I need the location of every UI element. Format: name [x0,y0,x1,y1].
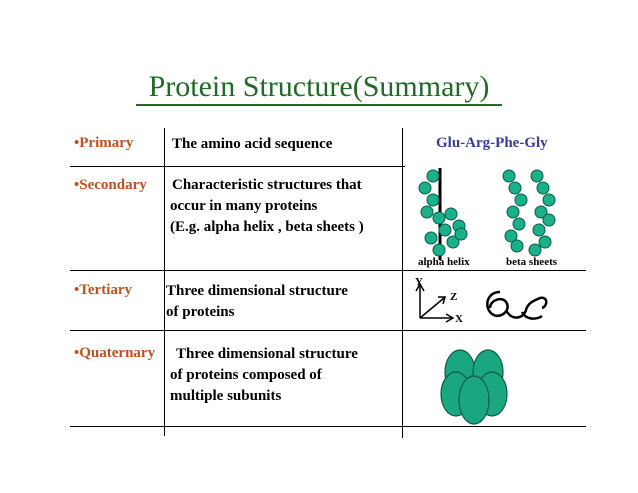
beta-sheets-label: beta sheets [506,256,558,268]
slide-title: Protein Structure(Summary) [148,70,490,103]
xyz-axes-diagram [415,282,455,323]
axis-z-label: Z [450,291,458,303]
primary-description: The amino acid sequence [172,136,333,152]
row-label-quaternary: •Quaternary [74,345,156,361]
quaternary-line-2: of proteins composed of [170,367,322,383]
beta-sheets-diagram [502,169,556,257]
row-label-secondary: •Secondary [74,177,147,193]
column-divider-2 [402,128,403,438]
divider-1 [70,166,405,167]
divider-2 [70,270,586,271]
row-label-tertiary: •Tertiary [74,282,133,298]
divider-4 [70,426,586,427]
title-underline [136,104,502,106]
tertiary-line-2: of proteins [166,304,235,320]
alpha-helix-diagram [418,168,468,260]
column-divider-1 [164,128,165,436]
quaternary-subunits-diagram [440,349,508,425]
amino-acid-sequence: Glu-Arg-Phe-Gly [436,135,548,151]
tertiary-fold-diagram [486,290,548,320]
quaternary-line-1: Three dimensional structure [176,346,358,362]
axis-x-label: X [455,313,463,325]
divider-3 [70,330,586,331]
secondary-line-2: occur in many proteins [170,198,318,214]
secondary-line-1: Characteristic structures that [172,177,362,193]
alpha-helix-label: alpha helix [418,256,470,268]
axis-y-label: Y [415,276,423,288]
row-label-primary: •Primary [74,135,134,151]
secondary-line-3: (E.g. alpha helix , beta sheets ) [170,219,364,235]
tertiary-line-1: Three dimensional structure [166,283,348,299]
quaternary-line-3: multiple subunits [170,388,282,404]
